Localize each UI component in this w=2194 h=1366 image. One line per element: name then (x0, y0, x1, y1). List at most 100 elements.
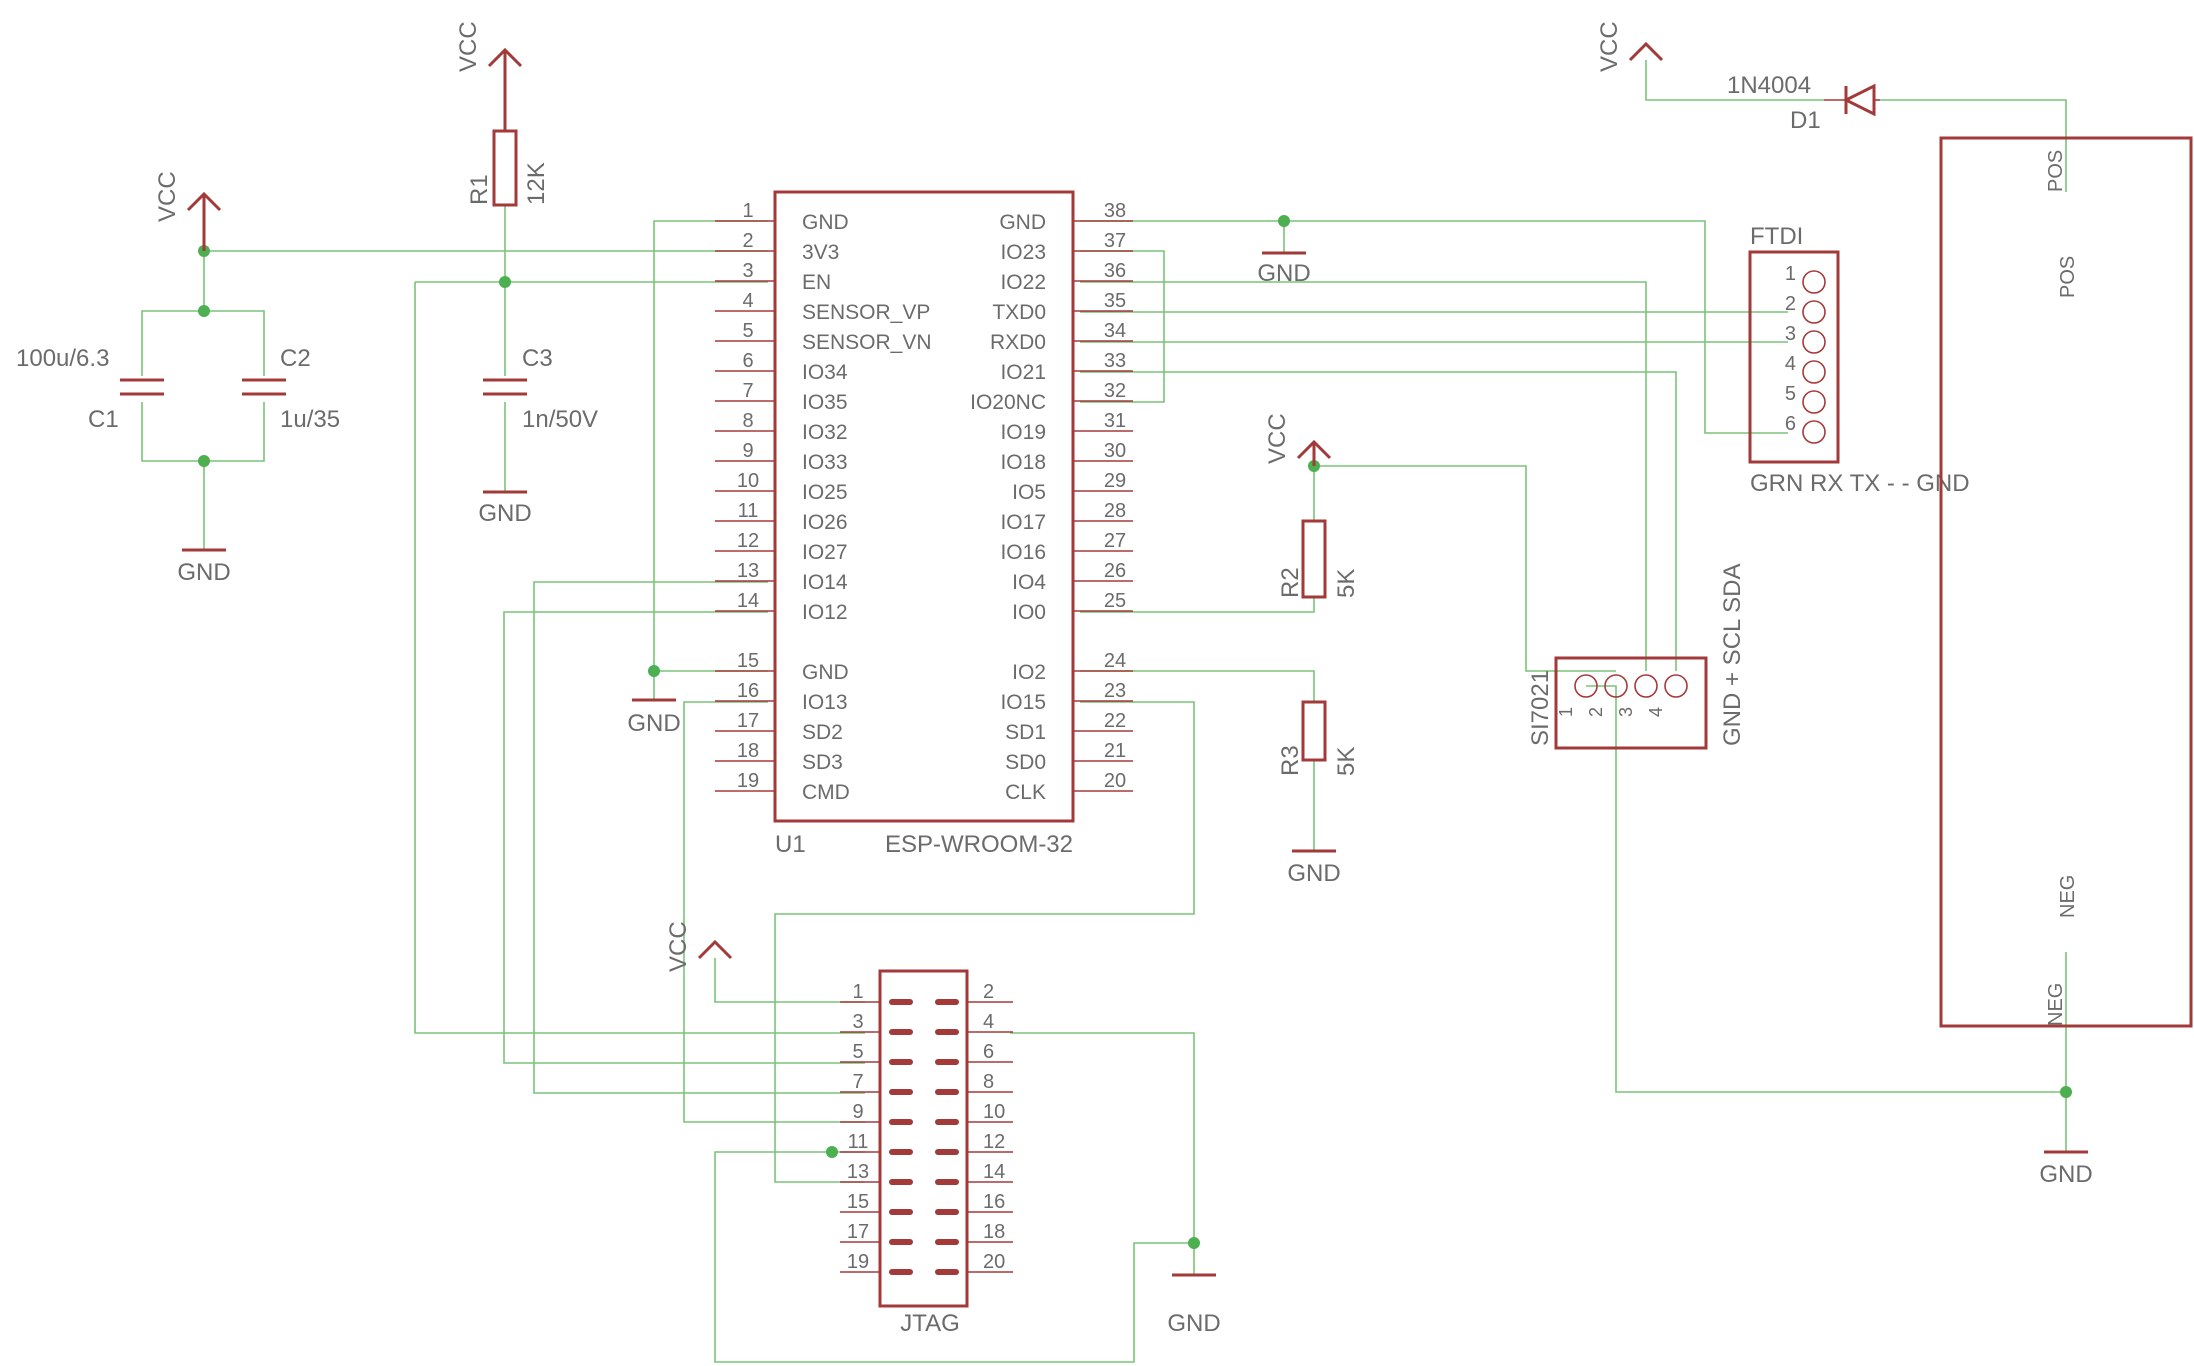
esp32-pin-name: IO21 (1000, 361, 1046, 384)
esp32-pin-name: IO16 (1000, 541, 1046, 564)
vcc-label: VCC (455, 21, 482, 72)
si7021-pin-pad (1574, 674, 1598, 698)
esp32-pin-name: IO26 (802, 511, 848, 534)
jtag-pin-number: 13 (847, 1161, 869, 1183)
esp32-pin-number: 36 (1104, 260, 1126, 282)
diode-d1: 1N4004 D1 (1727, 72, 1880, 134)
jtag-pin-number: 3 (852, 1011, 863, 1033)
gnd-symbol-caps: GND (177, 548, 231, 586)
gnd-symbol-r3: GND (1287, 849, 1341, 887)
esp32-pin-number: 21 (1104, 740, 1126, 762)
r3-value: 5K (1333, 747, 1360, 776)
si7021-pin-number: 1 (1556, 707, 1576, 717)
ftdi-pin-number: 1 (1785, 263, 1796, 285)
esp32-pin-number: 13 (737, 560, 759, 582)
c2-ref: C2 (280, 345, 311, 372)
r1-value: 12K (523, 162, 550, 205)
vcc-symbols: VCC VCC VCC VCC VCC (154, 21, 1664, 972)
esp32-pin-name: SD1 (1005, 721, 1046, 744)
esp32-pin-name: 3V3 (802, 241, 839, 264)
junction-dot (198, 455, 210, 467)
jtag-pin-number: 5 (852, 1041, 863, 1063)
jtag-pin-number: 8 (983, 1071, 994, 1093)
junctions (198, 215, 2072, 1249)
esp32-ref: U1 (775, 831, 806, 858)
r3-ref: R3 (1277, 745, 1304, 776)
c1-ref: C1 (88, 406, 119, 433)
wire-io22-si3 (1080, 281, 1647, 671)
esp32-pin-number: 12 (737, 530, 759, 552)
vcc-label: VCC (665, 921, 692, 972)
jtag-body (878, 969, 969, 1308)
wire-vcc-si2 (1314, 465, 1616, 672)
esp32-right-pins: 38GND37IO2336IO2235TXD034RXD033IO2132IO2… (970, 200, 1133, 804)
jtag-pin-number: 11 (848, 1131, 869, 1153)
diode-body (1842, 83, 1876, 117)
wire-io21-si4 (1080, 371, 1677, 671)
junction-dot (1188, 1237, 1200, 1249)
jtag-pin-number: 2 (983, 981, 994, 1003)
esp32-pin-number: 31 (1104, 410, 1126, 432)
vcc-label: VCC (1596, 21, 1623, 72)
junction-dot (826, 1146, 838, 1158)
gnd-label: GND (1287, 860, 1340, 887)
si7021-pin-number: 4 (1646, 707, 1666, 717)
gnd-symbol-c3: GND (478, 490, 532, 527)
wire-gnd38-ftdi6 (1080, 220, 1788, 434)
ftdi-name: FTDI (1750, 223, 1803, 250)
c2-value: 1u/35 (280, 406, 340, 433)
si7021-pin-number: 2 (1586, 707, 1606, 717)
gnd-symbol-battery: GND (2039, 1150, 2093, 1188)
esp32-pin-number: 22 (1104, 710, 1126, 732)
esp32-pin-name: SD0 (1005, 751, 1046, 774)
esp32-pin-name: IO14 (802, 571, 848, 594)
gnd-symbols: GND GND GND GND GND GND GND (177, 251, 2093, 1337)
si7021-caption: GND + SCL SDA (1719, 564, 1746, 747)
esp32-pin-number: 10 (737, 470, 759, 492)
ftdi-pin-number: 3 (1785, 323, 1796, 345)
jtag-pin-number: 18 (983, 1221, 1005, 1243)
esp32-pin-name: IO27 (802, 541, 848, 564)
wire-jtag4-gnd (1010, 1032, 1195, 1275)
esp32-pin-number: 37 (1104, 230, 1126, 252)
esp32-pin-number: 34 (1104, 320, 1126, 342)
battery-pos-label: POS (2057, 256, 2079, 298)
esp32-value: ESP-WROOM-32 (885, 831, 1073, 858)
esp32-pin-name: SENSOR_VN (802, 331, 932, 354)
jtag-pin-number: 1 (852, 981, 863, 1003)
esp32-pin-number: 17 (737, 710, 759, 732)
esp32-pin-number: 23 (1104, 680, 1126, 702)
esp32-pin-name: IO2 (1012, 661, 1046, 684)
si7021-body (1554, 656, 1708, 750)
jtag-pin-number: 7 (852, 1071, 863, 1093)
esp32-pin-name: GND (802, 211, 849, 234)
esp32-pin-name: IO34 (802, 361, 848, 384)
esp32-pin-number: 15 (737, 650, 759, 672)
esp32-pin-number: 27 (1104, 530, 1126, 552)
jtag-pin-number: 4 (983, 1011, 994, 1033)
esp32-pin-name: IO33 (802, 451, 848, 474)
si7021-pin-pad (1664, 674, 1688, 698)
vcc-symbol-jtag: VCC (665, 921, 733, 972)
ftdi-pin-pad (1802, 300, 1826, 324)
esp32-pin-number: 2 (742, 230, 753, 252)
junction-dot (2060, 1086, 2072, 1098)
junction-dot (499, 276, 511, 288)
esp32-pin-number: 29 (1104, 470, 1126, 492)
esp32-pin-number: 25 (1104, 590, 1126, 612)
wire-jtag-vcc (714, 958, 865, 1003)
battery-pos-pin: POS (2045, 150, 2067, 192)
esp32-pin-name: IO13 (802, 691, 848, 714)
esp32-pin-name: GND (999, 211, 1046, 234)
resistor-r3: R3 5K (1277, 700, 1360, 776)
jtag-pin-number: 6 (983, 1041, 994, 1063)
esp32-pin-name: SD2 (802, 721, 843, 744)
r2-ref: R2 (1277, 567, 1304, 598)
esp32-pin-number: 4 (742, 290, 753, 312)
